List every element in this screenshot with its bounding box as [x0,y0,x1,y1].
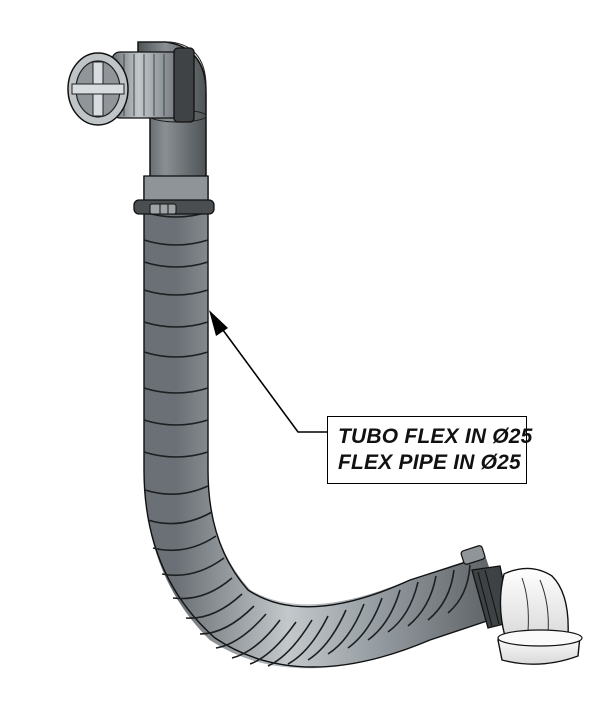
strainer-icon [67,52,129,126]
upper-clamp [133,175,215,215]
outlet-fitting [497,567,583,665]
flex-hose [143,176,506,669]
callout-line-italian: TUBO FLEX IN Ø25 [338,425,533,448]
callout-label-box: TUBO FLEX IN Ø25 FLEX PIPE IN Ø25 [327,416,533,484]
callout-line-english: FLEX PIPE IN Ø25 [338,451,521,474]
leader-arrow-icon [209,310,327,433]
strainer-assembly [67,47,195,126]
